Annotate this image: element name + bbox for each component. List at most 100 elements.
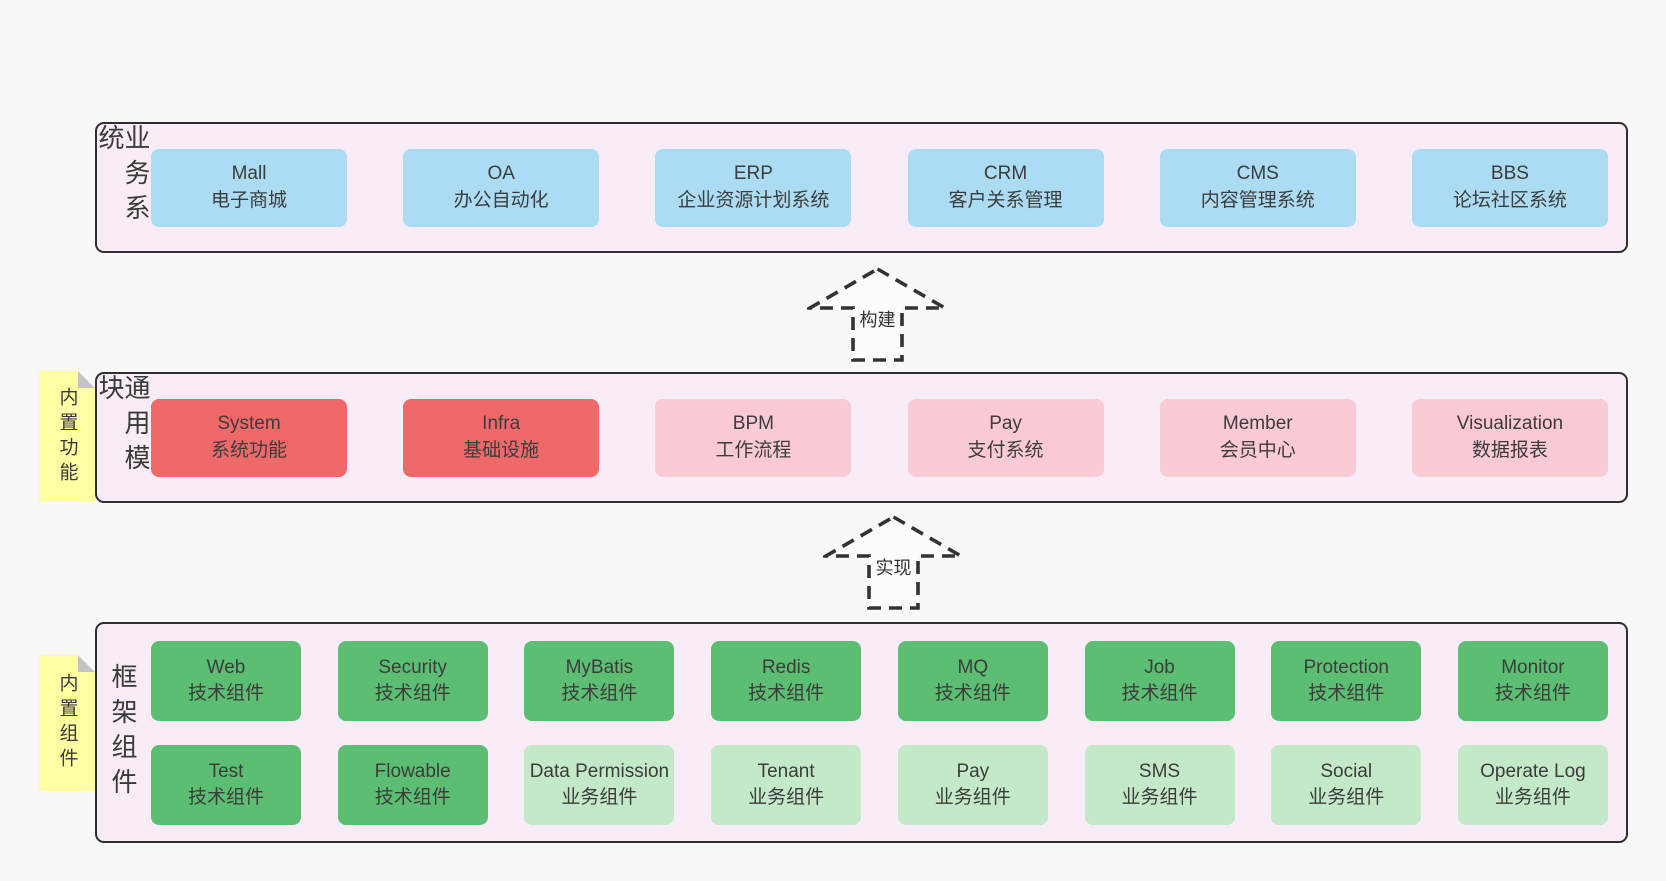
box-subtitle: 业务组件 — [1494, 786, 1571, 808]
box-system: System 系统功能 — [151, 398, 347, 477]
box-subtitle: 业务组件 — [1308, 786, 1385, 808]
box-title: OA — [487, 162, 515, 184]
implement-arrow: 实现 — [823, 514, 964, 611]
box-subtitle: 电子商城 — [210, 189, 287, 211]
box-subtitle: 技术组件 — [1308, 682, 1385, 704]
box-title: Member — [1222, 412, 1293, 434]
box-title: Operate Log — [1480, 761, 1586, 783]
components-row-1: Web 技术组件 Security 技术组件 MyBatis 技术组件 Redi… — [151, 640, 1608, 721]
box-social: Social 业务组件 — [1271, 744, 1422, 825]
box-erp: ERP 企业资源计划系统 — [655, 148, 852, 227]
box-title: Visualization — [1456, 412, 1564, 434]
sticky-text: 内置功能 — [56, 386, 78, 487]
sticky-note-builtin-features: 内置功能 — [39, 371, 95, 502]
box-title: System — [217, 412, 281, 434]
box-bpm: BPM 工作流程 — [655, 398, 852, 477]
box-subtitle: 办公自动化 — [453, 189, 549, 211]
box-flowable: Flowable 技术组件 — [337, 744, 488, 825]
panel-common-modules: 通用模块 System 系统功能 Infra 基础设施 BPM 工作流程 Pay… — [95, 372, 1628, 503]
sticky-text: 内置组件 — [56, 673, 78, 773]
box-title: Social — [1320, 761, 1373, 783]
box-member: Member 会员中心 — [1159, 398, 1356, 477]
box-subtitle: 基础设施 — [463, 439, 540, 461]
folded-corner-icon — [78, 655, 95, 672]
sticky-note-builtin-components: 内置组件 — [39, 655, 95, 791]
box-subtitle: 技术组件 — [187, 682, 264, 704]
box-subtitle: 技术组件 — [374, 682, 451, 704]
box-subtitle: 技术组件 — [187, 786, 264, 808]
box-subtitle: 内容管理系统 — [1200, 189, 1315, 211]
box-title: CRM — [983, 162, 1028, 184]
box-mybatis: MyBatis 技术组件 — [524, 640, 675, 721]
box-web: Web 技术组件 — [151, 640, 301, 721]
box-title: Web — [206, 657, 246, 679]
box-title: ERP — [733, 162, 773, 184]
implement-arrow-label: 实现 — [875, 558, 912, 578]
box-monitor: Monitor 技术组件 — [1457, 640, 1608, 721]
arrow-up-icon — [807, 266, 948, 362]
box-title: Job — [1144, 657, 1175, 679]
box-title: Flowable — [374, 761, 451, 783]
box-tenant: Tenant 业务组件 — [711, 744, 862, 825]
panel-label-components: 框架组件 — [97, 624, 149, 841]
box-subtitle: 企业资源计划系统 — [677, 189, 830, 211]
box-infra: Infra 基础设施 — [403, 398, 600, 477]
box-title: Redis — [761, 657, 811, 679]
box-title: BPM — [732, 412, 774, 434]
box-subtitle: 论坛社区系统 — [1452, 189, 1567, 211]
box-subtitle: 技术组件 — [748, 682, 825, 704]
box-title: Monitor — [1501, 657, 1565, 679]
box-subtitle: 业务组件 — [1121, 786, 1198, 808]
box-cms: CMS 内容管理系统 — [1159, 148, 1356, 227]
build-arrow-label: 构建 — [859, 310, 896, 330]
box-title: Infra — [482, 412, 521, 434]
panel-label-text: 业务系统 — [95, 124, 151, 229]
box-title: Test — [208, 761, 244, 783]
box-subtitle: 技术组件 — [1494, 682, 1571, 704]
box-subtitle: 技术组件 — [1121, 682, 1198, 704]
box-mq: MQ 技术组件 — [897, 640, 1048, 721]
box-oa: OA 办公自动化 — [403, 148, 600, 227]
box-subtitle: 客户关系管理 — [948, 189, 1063, 211]
box-bbs: BBS 论坛社区系统 — [1411, 148, 1608, 227]
box-subtitle: 技术组件 — [934, 682, 1011, 704]
panel-label-text: 通用模块 — [95, 374, 151, 479]
box-crm: CRM 客户关系管理 — [907, 148, 1104, 227]
box-operate-log: Operate Log 业务组件 — [1457, 744, 1608, 825]
box-data-permission: Data Permission 业务组件 — [524, 744, 675, 825]
box-title: CMS — [1236, 162, 1279, 184]
box-subtitle: 数据报表 — [1471, 439, 1548, 461]
box-subtitle: 工作流程 — [715, 439, 792, 461]
panel-label-modules: 通用模块 — [95, 374, 151, 501]
box-visualization: Visualization 数据报表 — [1411, 398, 1608, 477]
box-subtitle: 业务组件 — [748, 786, 825, 808]
folded-corner-icon — [78, 371, 95, 388]
box-protection: Protection 技术组件 — [1271, 640, 1422, 721]
panel-framework-components: 框架组件 Web 技术组件 Security 技术组件 MyBatis 技术组件… — [95, 622, 1628, 843]
box-title: MyBatis — [565, 657, 634, 679]
box-title: Security — [378, 657, 448, 679]
box-job: Job 技术组件 — [1084, 640, 1235, 721]
build-arrow: 构建 — [807, 266, 948, 363]
box-subtitle: 业务组件 — [934, 786, 1011, 808]
box-pay-component: Pay 业务组件 — [897, 744, 1048, 825]
box-sms: SMS 业务组件 — [1084, 744, 1235, 825]
box-test: Test 技术组件 — [151, 744, 301, 825]
box-title: Data Permission — [529, 761, 670, 783]
box-title: BBS — [1490, 162, 1529, 184]
box-security: Security 技术组件 — [337, 640, 488, 721]
box-title: SMS — [1138, 761, 1181, 783]
components-grid: Web 技术组件 Security 技术组件 MyBatis 技术组件 Redi… — [149, 624, 1626, 841]
box-title: Tenant — [757, 761, 815, 783]
box-subtitle: 技术组件 — [374, 786, 451, 808]
box-subtitle: 会员中心 — [1219, 439, 1296, 461]
business-box-row: Mall 电子商城 OA 办公自动化 ERP 企业资源计划系统 CRM 客户关系… — [149, 124, 1626, 251]
box-pay-module: Pay 支付系统 — [907, 398, 1104, 477]
arrow-up-icon — [823, 514, 964, 610]
box-subtitle: 技术组件 — [561, 682, 638, 704]
panel-business-systems: 业务系统 Mall 电子商城 OA 办公自动化 ERP 企业资源计划系统 CRM… — [95, 122, 1628, 253]
box-title: Pay — [989, 412, 1022, 434]
modules-box-row: System 系统功能 Infra 基础设施 BPM 工作流程 Pay 支付系统… — [149, 374, 1626, 501]
panel-label-text: 框架组件 — [108, 662, 138, 803]
